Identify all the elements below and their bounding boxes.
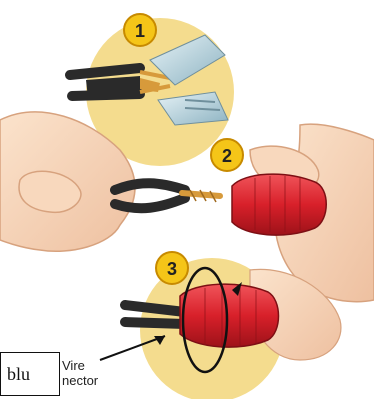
overlay-box-text: blu: [7, 364, 30, 384]
step-2-badge: 2: [211, 139, 243, 171]
callout-line-1: Vire: [62, 358, 85, 373]
step-2-illustration: [115, 174, 326, 235]
overlay-box: blu: [0, 352, 60, 396]
step-3-badge: 3: [156, 252, 188, 284]
step-1-badge: 1: [124, 14, 156, 46]
step-3-number: 3: [167, 259, 177, 279]
wire-connector-callout: Vire nector: [62, 358, 99, 388]
callout-line-2: nector: [62, 373, 99, 388]
step-2-number: 2: [222, 146, 232, 166]
step-1-number: 1: [135, 21, 145, 41]
